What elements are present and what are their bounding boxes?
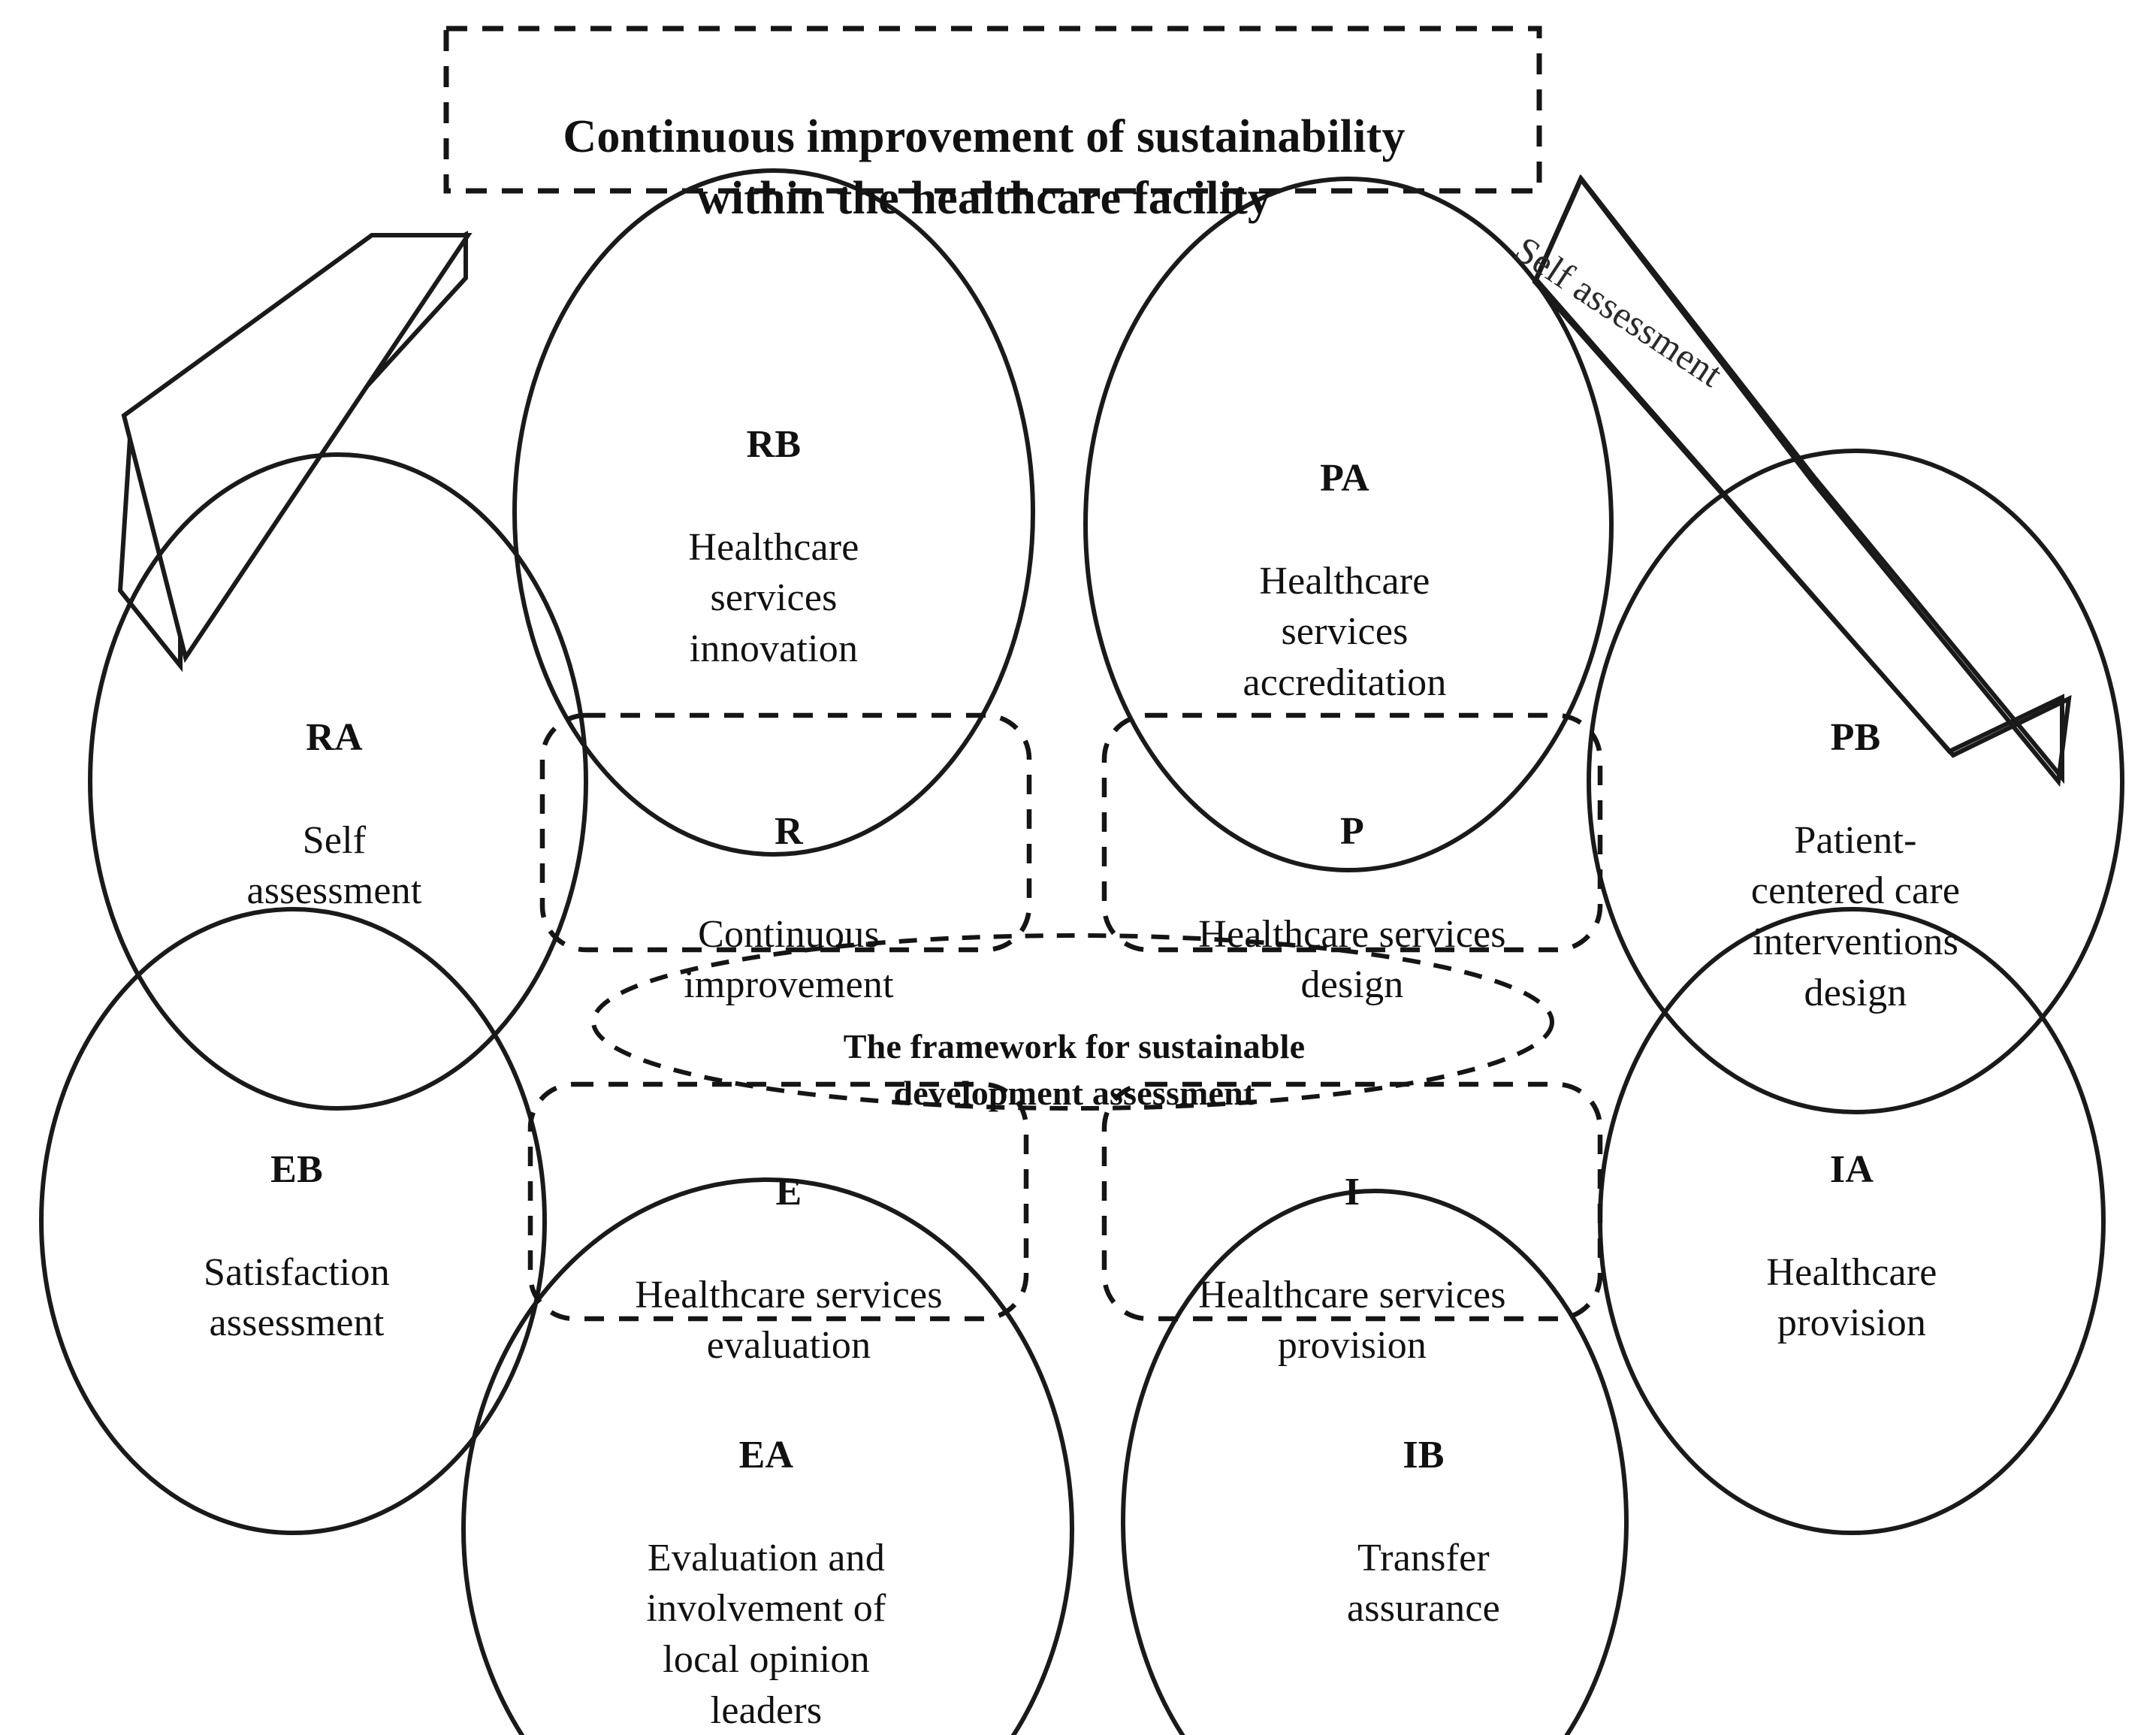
node-E-label: Healthcare services evaluation: [635, 1273, 943, 1368]
node-EB: EB Satisfaction assessment: [94, 1093, 500, 1400]
inner-box-R: [539, 712, 1032, 953]
node-R-code: R: [775, 809, 803, 853]
node-P-code: P: [1340, 809, 1364, 853]
title-line-1: Continuous improvement of sustainability: [563, 110, 1406, 162]
node-EB-code: EB: [270, 1147, 323, 1191]
node-RA: RA Self assessment: [139, 661, 530, 968]
framework-line-2: development assessment: [893, 1074, 1255, 1113]
outer-ellipse-EA: [461, 1177, 1074, 1735]
node-IA-label: Healthcare provision: [1766, 1250, 1937, 1345]
node-R-label: Continuous improvement: [684, 912, 894, 1007]
node-RB: RB Healthcare services innovation: [571, 368, 977, 725]
outer-ellipse-EB: [39, 907, 547, 1535]
node-IB-code: IB: [1403, 1433, 1445, 1477]
node-P-label: Healthcare services design: [1198, 912, 1506, 1007]
outer-ellipse-PB: [1587, 449, 2124, 1114]
center-framework-text: The framework for sustainable developmen…: [654, 977, 1495, 1117]
node-EB-label: Satisfaction assessment: [204, 1250, 390, 1345]
node-E-code: E: [775, 1170, 802, 1214]
outer-ellipse-RA: [88, 452, 588, 1111]
node-EA-code: EA: [738, 1433, 794, 1477]
node-RB-code: RB: [746, 422, 802, 466]
node-PA-label: Healthcare services accreditation: [1243, 559, 1447, 704]
left-up-arrow: [121, 233, 473, 663]
node-IA: IA Healthcare provision: [1649, 1093, 2055, 1400]
outer-ellipse-PA: [1083, 177, 1614, 872]
outer-ellipse-IB: [1121, 1189, 1629, 1735]
node-PA: PA Healthcare services accreditation: [1134, 402, 1555, 759]
node-I: I Healthcare services provision: [1112, 1116, 1593, 1422]
node-EA-label: Evaluation and involvement of local opin…: [646, 1536, 886, 1732]
node-R: R Continuous improvement: [578, 755, 999, 1062]
node-RB-label: Healthcare services innovation: [688, 525, 859, 670]
node-RA-label: Self assessment: [246, 818, 422, 913]
node-P: P Healthcare services design: [1119, 755, 1585, 1062]
title-banner-text: Continuous improvement of sustainability…: [451, 45, 1517, 229]
node-E: E Healthcare services evaluation: [548, 1116, 1029, 1422]
node-PB: PB Patient- centered care interventions …: [1638, 661, 2073, 1069]
outer-ellipse-RB: [512, 168, 1035, 857]
node-EA: EA Evaluation and involvement of local o…: [526, 1379, 1007, 1735]
center-framework-ellipse: [591, 933, 1554, 1111]
node-PB-label: Patient- centered care interventions des…: [1750, 818, 1961, 1014]
node-PB-code: PB: [1830, 715, 1881, 759]
node-I-label: Healthcare services provision: [1198, 1273, 1506, 1368]
node-IA-code: IA: [1829, 1147, 1874, 1191]
node-IB-label: Transfer assurance: [1347, 1536, 1500, 1631]
node-I-code: I: [1344, 1170, 1360, 1214]
node-RA-code: RA: [306, 715, 363, 759]
node-PA-code: PA: [1320, 456, 1369, 500]
node-IB: IB Transfer assurance: [1221, 1379, 1626, 1685]
title-banner-box: [443, 26, 1542, 194]
title-line-2: within the healthcare facility: [696, 172, 1272, 224]
framework-line-1: The framework for sustainable: [843, 1027, 1306, 1066]
